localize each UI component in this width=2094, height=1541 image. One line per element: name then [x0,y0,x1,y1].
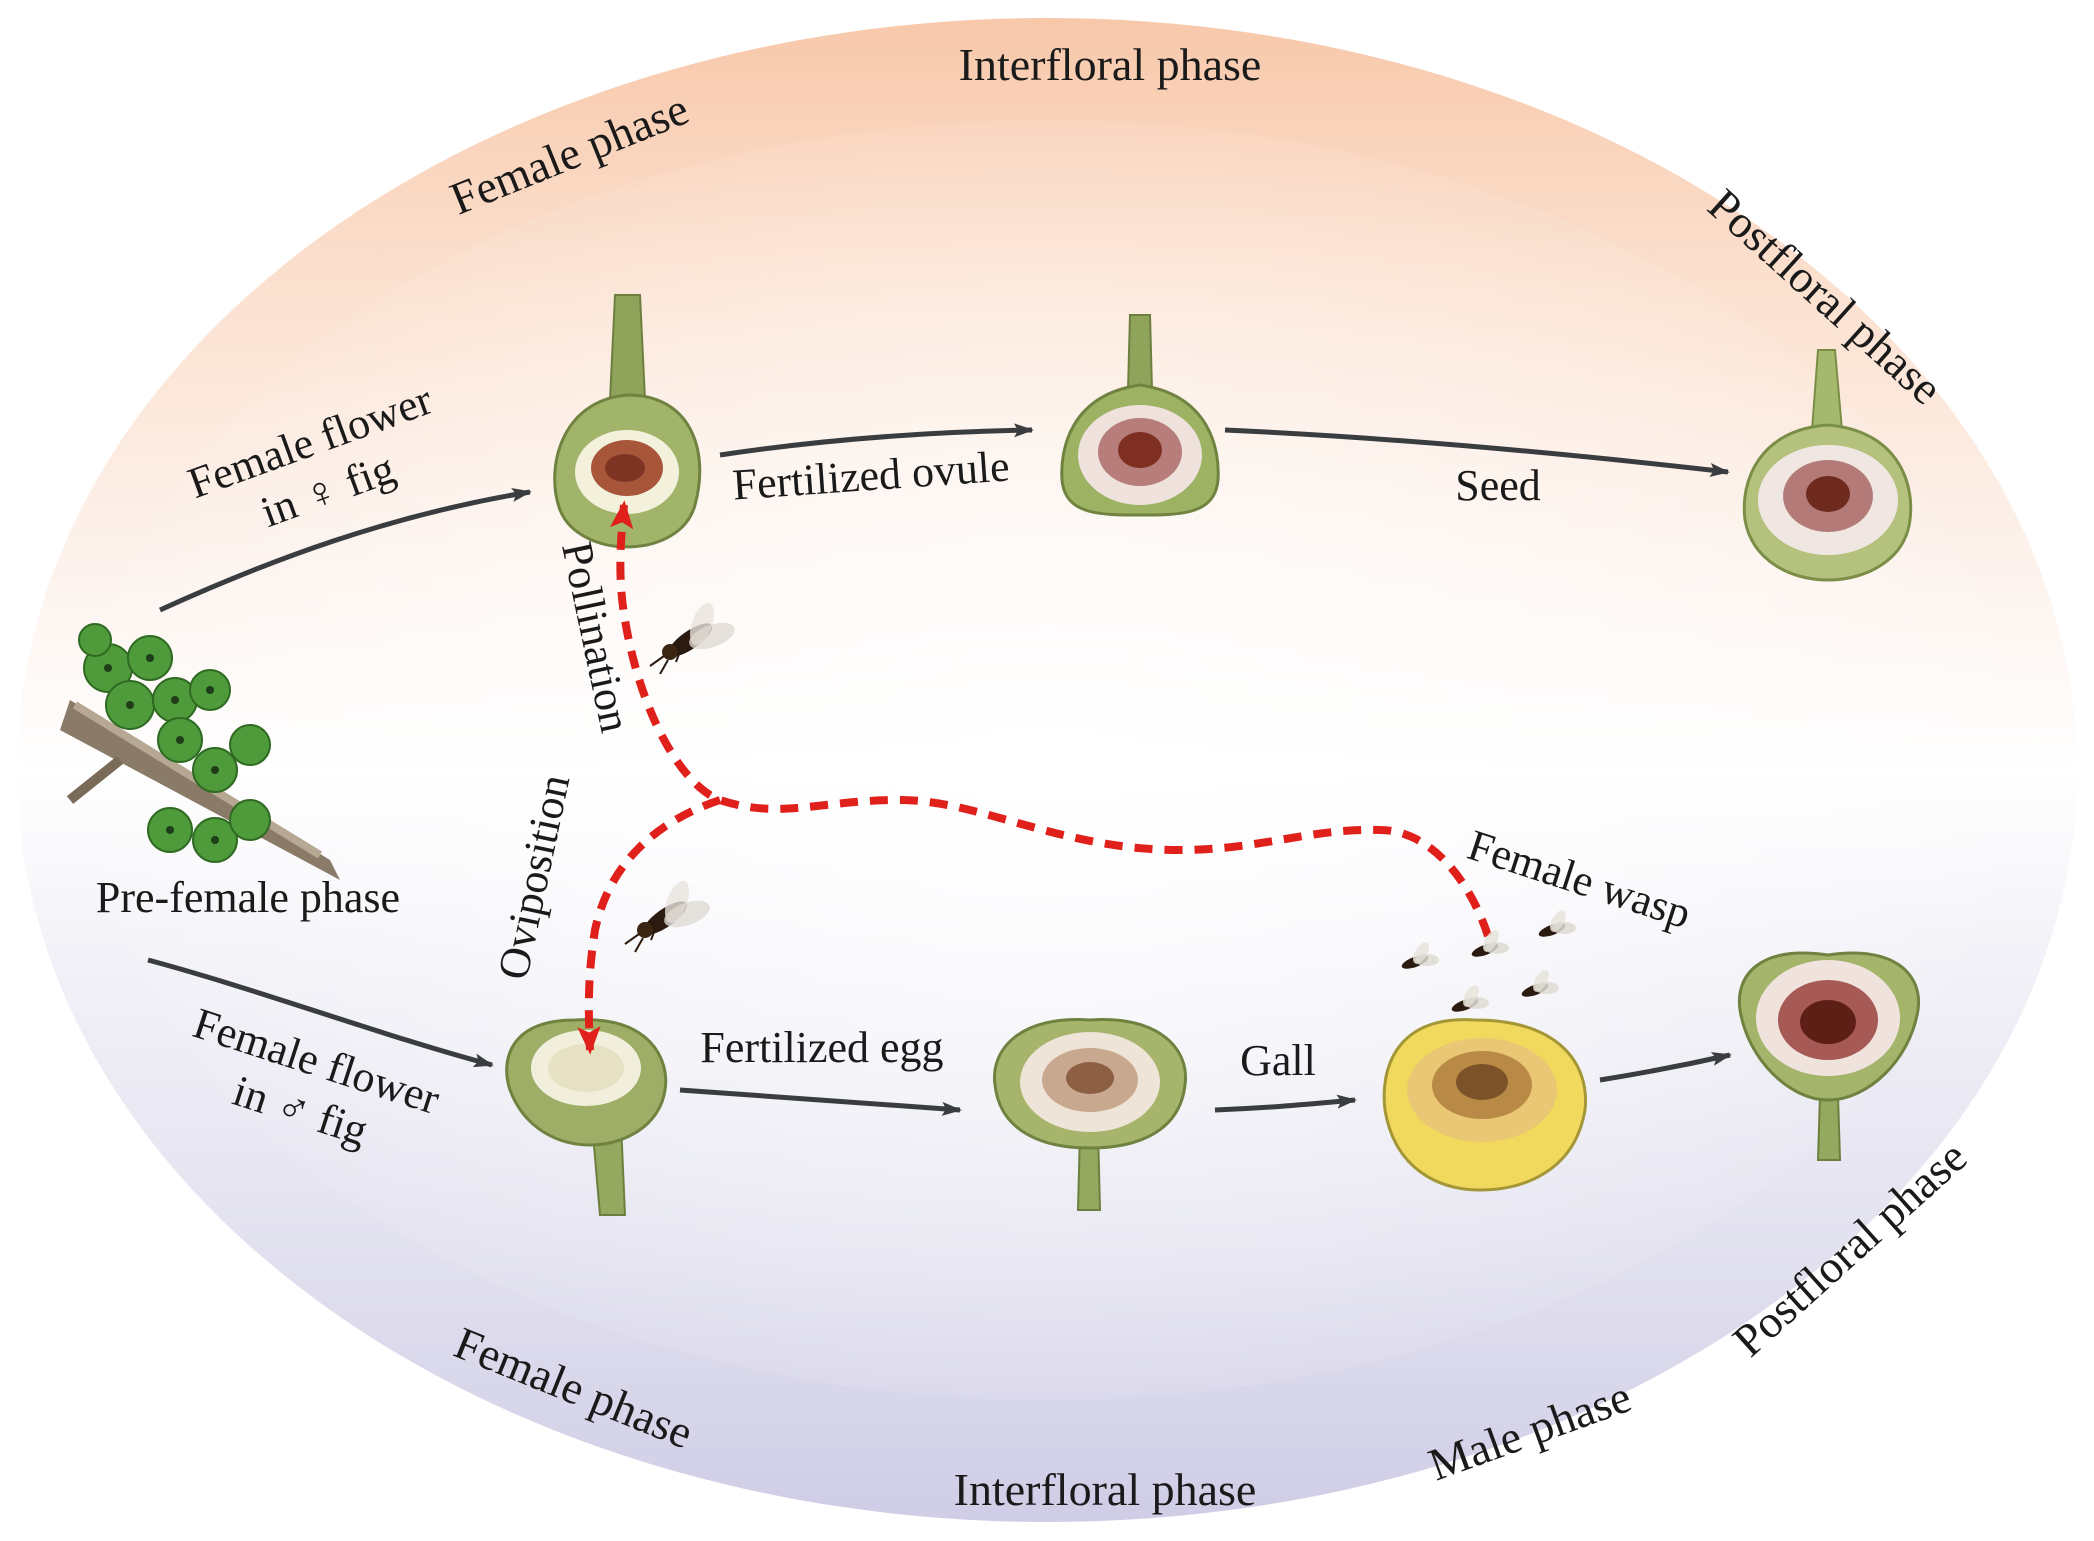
arrow-to-gall [1214,1094,1357,1113]
label-pre-female-phase: Pre-female phase [96,873,400,922]
label-top-interfloral-phase: Interfloral phase [959,39,1262,90]
arrow-prefemale-to-female-fig [158,488,532,613]
fig-branch-icon [60,623,340,880]
fig-female-flower-top [553,294,702,549]
fig-fertilized-ovule [1060,314,1220,517]
label-bottom-interfloral-phase: Interfloral phase [954,1464,1257,1515]
fig-fertilized-egg [992,1018,1188,1211]
fig-postfloral-bottom [1737,951,1921,1161]
label-gall: Gall [1240,1036,1316,1085]
arrow-prefemale-to-male-fig [147,957,494,1068]
fig-seed [1742,349,1913,582]
label-fertilized-egg: Fertilized egg [700,1023,943,1072]
fig-female-flower-bottom [505,1018,668,1216]
arrow-to-postfloral [1599,1052,1732,1083]
arrow-to-fertilized-egg [679,1087,962,1116]
path-pollination [610,500,1492,938]
fig-gall [1382,1018,1588,1192]
label-seed: Seed [1455,461,1541,510]
arrow-to-fertilized-ovule [719,423,1034,458]
arrow-to-seed [1224,427,1730,477]
